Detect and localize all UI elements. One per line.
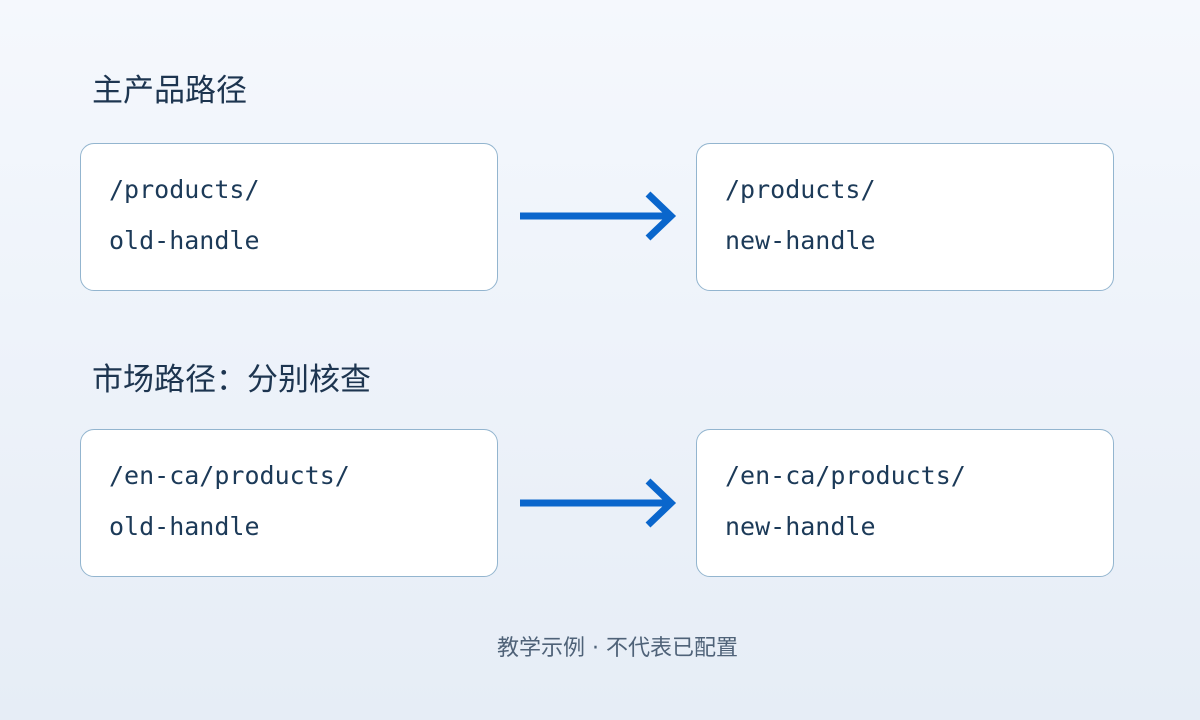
path-prefix: /products/ bbox=[725, 175, 876, 204]
arrow-right-icon bbox=[520, 478, 677, 528]
source-path-box-market: /en-ca/products/ old-handle bbox=[80, 429, 498, 577]
path-handle: new-handle bbox=[725, 226, 876, 255]
section-title-main-product-path: 主产品路径 bbox=[92, 73, 247, 109]
target-path-box-main: /products/ new-handle bbox=[696, 143, 1114, 291]
footnote-disclaimer: 教学示例 · 不代表已配置 bbox=[497, 636, 738, 661]
path-prefix: /en-ca/products/ bbox=[725, 461, 966, 490]
path-prefix: /products/ bbox=[109, 175, 260, 204]
path-handle: old-handle bbox=[109, 512, 260, 541]
target-path-box-market: /en-ca/products/ new-handle bbox=[696, 429, 1114, 577]
source-path-box-main: /products/ old-handle bbox=[80, 143, 498, 291]
section-title-market-path: 市场路径：分别核查 bbox=[92, 362, 371, 398]
path-handle: old-handle bbox=[109, 226, 260, 255]
path-handle: new-handle bbox=[725, 512, 876, 541]
path-prefix: /en-ca/products/ bbox=[109, 461, 350, 490]
arrow-right-icon bbox=[520, 191, 677, 241]
